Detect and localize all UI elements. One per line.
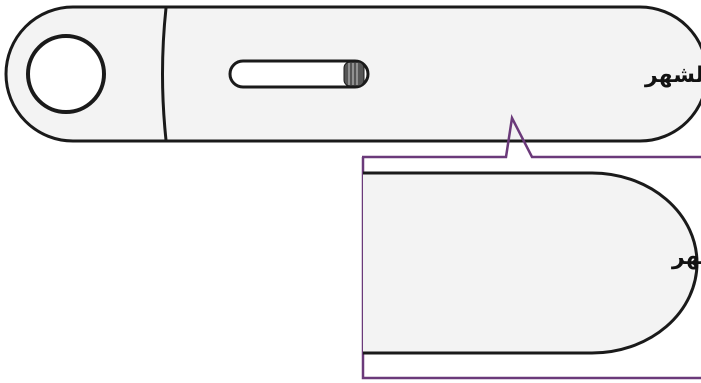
device-expiry-label: EXP: السنة - الشهر: [644, 62, 701, 88]
result-window: [228, 59, 370, 89]
sample-well: [26, 34, 106, 114]
test-strip: [343, 61, 365, 87]
body-divider: [161, 7, 168, 141]
zoom-device-end: [363, 171, 699, 355]
callout-pointer: [362, 113, 701, 159]
zoom-expiry-label: EXP: السنة - الشهر: [671, 244, 701, 270]
